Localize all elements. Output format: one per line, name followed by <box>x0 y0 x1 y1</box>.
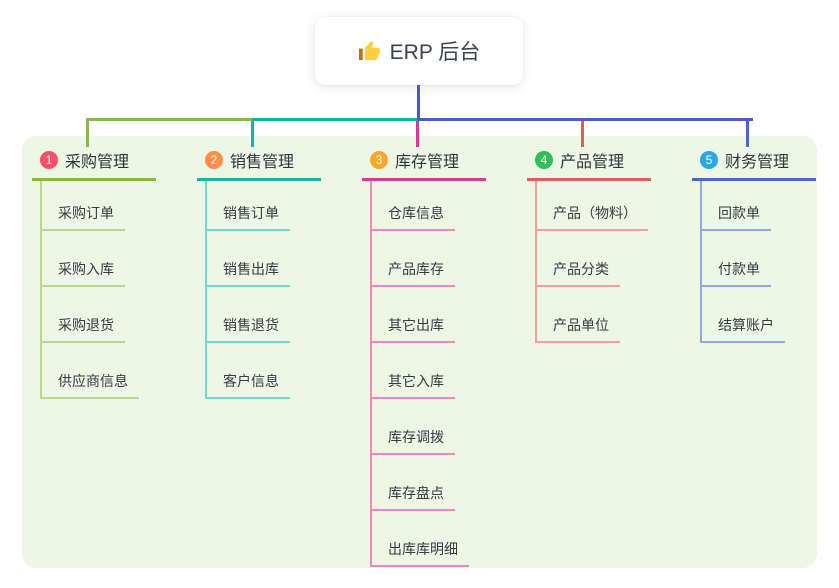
branch-header[interactable]: 4 产品管理 <box>527 146 651 181</box>
child-node[interactable]: 付款单 <box>702 231 771 287</box>
child-node-label: 其它入库 <box>388 373 444 389</box>
child-node-label: 销售出库 <box>223 261 279 277</box>
connector-bus-segment-1 <box>86 118 252 121</box>
child-node-label: 出库库明细 <box>388 541 458 557</box>
child-node[interactable]: 产品（物料） <box>537 181 648 231</box>
child-node[interactable]: 出库库明细 <box>372 511 469 567</box>
root-label: ERP 后台 <box>389 41 481 64</box>
branch-number-badge: 2 <box>205 150 223 169</box>
branch-children: 仓库信息产品库存其它出库其它入库库存调拨库存盘点出库库明细 <box>370 181 469 567</box>
child-node[interactable]: 回款单 <box>702 181 771 231</box>
child-node-label: 产品分类 <box>553 261 609 277</box>
child-node[interactable]: 库存盘点 <box>372 455 455 511</box>
child-node-label: 仓库信息 <box>388 205 444 221</box>
branch-number-badge: 1 <box>40 150 58 169</box>
child-node-label: 库存调拨 <box>388 429 444 445</box>
branch-2: 2 销售管理 销售订单销售出库销售退货客户信息 <box>197 146 321 399</box>
child-node[interactable]: 客户信息 <box>207 343 290 399</box>
child-node[interactable]: 采购订单 <box>42 181 125 231</box>
branch-5: 5 财务管理 回款单付款单结算账户 <box>692 146 816 343</box>
child-node-label: 结算账户 <box>718 317 774 333</box>
child-node-label: 销售订单 <box>223 205 279 221</box>
child-node-label: 供应商信息 <box>58 373 128 389</box>
child-node-label: 销售退货 <box>223 317 279 333</box>
connector-drop-3 <box>416 119 419 147</box>
branch-4: 4 产品管理 产品（物料） 产品分类产品单位 <box>527 146 651 343</box>
branches-panel <box>22 136 817 568</box>
branch-label: 库存管理 <box>395 153 460 171</box>
connector-bus-segment-2 <box>252 118 417 121</box>
child-node[interactable]: 销售退货 <box>207 287 290 343</box>
child-node[interactable]: 销售订单 <box>207 181 290 231</box>
branch-children: 产品（物料） 产品分类产品单位 <box>535 181 648 343</box>
child-node[interactable]: 库存调拨 <box>372 399 455 455</box>
child-node[interactable]: 采购退货 <box>42 287 125 343</box>
branch-label: 产品管理 <box>560 153 625 171</box>
branch-children: 采购订单采购入库采购退货供应商信息 <box>40 181 139 399</box>
child-node[interactable]: 供应商信息 <box>42 343 139 399</box>
child-node[interactable]: 产品分类 <box>537 231 620 287</box>
branch-label: 财务管理 <box>725 153 790 171</box>
root-connector-line <box>417 84 420 121</box>
thumbs-up-icon <box>358 40 381 63</box>
child-node[interactable]: 其它出库 <box>372 287 455 343</box>
child-node-label: 采购订单 <box>58 205 114 221</box>
branch-number-badge: 4 <box>535 150 553 169</box>
child-node[interactable]: 其它入库 <box>372 343 455 399</box>
child-node[interactable]: 仓库信息 <box>372 181 455 231</box>
branch-1: 1 采购管理 采购订单采购入库采购退货供应商信息 <box>32 146 156 399</box>
branch-label: 销售管理 <box>230 153 295 171</box>
child-node-label: 回款单 <box>718 205 760 221</box>
branch-header[interactable]: 1 采购管理 <box>32 146 156 181</box>
branch-header[interactable]: 3 库存管理 <box>362 146 486 181</box>
child-node-label: 采购退货 <box>58 317 114 333</box>
connector-bus-segment-3 <box>417 118 753 121</box>
child-node[interactable]: 产品单位 <box>537 287 620 343</box>
branch-number-badge: 5 <box>700 150 718 169</box>
branch-header[interactable]: 2 销售管理 <box>197 146 321 181</box>
child-node-label: 产品库存 <box>388 261 444 277</box>
child-node-label: 其它出库 <box>388 317 444 333</box>
child-node[interactable]: 销售出库 <box>207 231 290 287</box>
branch-number-badge: 3 <box>370 150 388 169</box>
branch-children: 销售订单销售出库销售退货客户信息 <box>205 181 290 399</box>
child-node[interactable]: 结算账户 <box>702 287 785 343</box>
connector-drop-2 <box>251 119 254 147</box>
child-node[interactable]: 采购入库 <box>42 231 125 287</box>
branch-header[interactable]: 5 财务管理 <box>692 146 816 181</box>
child-node-label: 产品（物料） <box>553 205 637 221</box>
child-node-label: 库存盘点 <box>388 485 444 501</box>
branch-3: 3 库存管理 仓库信息产品库存其它出库其它入库库存调拨库存盘点出库库明细 <box>362 146 486 567</box>
child-node-label: 采购入库 <box>58 261 114 277</box>
root-node[interactable]: ERP 后台 <box>315 17 523 85</box>
connector-drop-1 <box>86 119 89 147</box>
branch-label: 采购管理 <box>65 153 130 171</box>
child-node-label: 客户信息 <box>223 373 279 389</box>
connector-drop-4 <box>581 119 584 147</box>
branch-children: 回款单付款单结算账户 <box>700 181 785 343</box>
connector-drop-5 <box>746 119 749 147</box>
child-node-label: 付款单 <box>718 261 760 277</box>
child-node-label: 产品单位 <box>553 317 609 333</box>
child-node[interactable]: 产品库存 <box>372 231 455 287</box>
